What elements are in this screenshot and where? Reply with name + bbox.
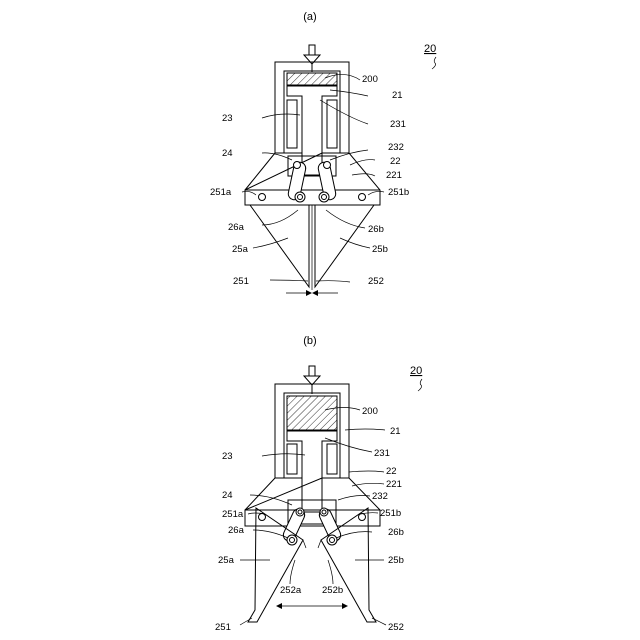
figure-b-label-200: 200 xyxy=(362,406,378,417)
figure-a-label-252: 252 xyxy=(368,276,384,287)
figure-b-input-arrow xyxy=(304,366,320,394)
figure-a-label-200: 200 xyxy=(362,74,378,85)
figure-b-label-26a: 26a xyxy=(228,525,245,536)
figure-b-label-23: 23 xyxy=(222,451,233,462)
figure-a-guide-left xyxy=(287,100,297,148)
figure-a-ref-number: 20 xyxy=(424,43,436,55)
figure-a-links xyxy=(259,161,366,202)
figure-b-label-252b: 252b xyxy=(322,585,343,596)
figure-a-label-23: 23 xyxy=(222,113,233,124)
figure-b-caption: (b) xyxy=(303,335,316,347)
figure-b: (b) 20 xyxy=(215,335,422,633)
figure-b-label-252: 252 xyxy=(388,622,404,633)
figure-b-jaw-25b-inner xyxy=(318,540,321,548)
figure-b-guide-left xyxy=(287,444,297,474)
figure-a-label-251a: 251a xyxy=(210,187,232,198)
figure-a-caption: (a) xyxy=(303,11,316,23)
figure-b-label-25b: 25b xyxy=(388,555,404,566)
figure-b-label-231: 231 xyxy=(374,448,390,459)
figure-a-jaw-25b xyxy=(315,205,374,287)
figure-b-label-251: 251 xyxy=(215,622,231,633)
figure-a-label-25a: 25a xyxy=(232,244,249,255)
figure-b-jaw-25a-inner xyxy=(303,540,306,548)
figure-b-label-21: 21 xyxy=(390,426,401,437)
figure-b-label-232: 232 xyxy=(372,491,388,502)
figure-a-label-251: 251 xyxy=(233,276,249,287)
figure-b-piston-200 xyxy=(287,396,337,430)
figure-b-label-22: 22 xyxy=(386,466,397,477)
figure-a-leaders xyxy=(242,74,384,282)
figure-a-label-251b: 251b xyxy=(388,187,409,198)
figure-b-label-251b: 251b xyxy=(380,508,401,519)
figure-a-jaw-25a xyxy=(250,205,309,287)
figure-b-label-221: 221 xyxy=(386,479,402,490)
figure-a-label-231: 231 xyxy=(390,119,406,130)
figure-a-label-21: 21 xyxy=(392,90,403,101)
figure-a-label-26b: 26b xyxy=(368,224,384,235)
figure-b-label-251a: 251a xyxy=(222,509,244,520)
figure-b-label-26b: 26b xyxy=(388,527,404,538)
figure-b-opening-arrow xyxy=(276,603,348,609)
figure-b-base-top-left xyxy=(245,478,275,510)
figure-a-base-top-left xyxy=(245,153,275,190)
figure-a-rod-23 xyxy=(287,86,337,175)
figure-a-label-24: 24 xyxy=(222,148,233,159)
figure-a-label-232: 232 xyxy=(388,142,404,153)
figure-a-input-arrow xyxy=(304,45,320,72)
figure-a: (a) 20 xyxy=(210,11,436,296)
figure-a-label-221: 221 xyxy=(386,170,402,181)
figure-a-label-26a: 26a xyxy=(228,222,245,233)
figure-a-ref-squiggle xyxy=(432,57,436,69)
figure-a-piston-200 xyxy=(287,73,337,85)
figure-b-ref-number: 20 xyxy=(410,365,422,377)
figure-b-ref-squiggle xyxy=(418,379,422,391)
figure-a-label-25b: 25b xyxy=(372,244,388,255)
figure-b-label-252a: 252a xyxy=(280,585,302,596)
figure-b-label-24: 24 xyxy=(222,490,233,501)
figure-a-closing-arrows xyxy=(286,290,338,296)
figure-b-guide-right xyxy=(327,444,337,474)
figure-b-label-25a: 25a xyxy=(218,555,235,566)
figure-a-label-22: 22 xyxy=(390,156,401,167)
